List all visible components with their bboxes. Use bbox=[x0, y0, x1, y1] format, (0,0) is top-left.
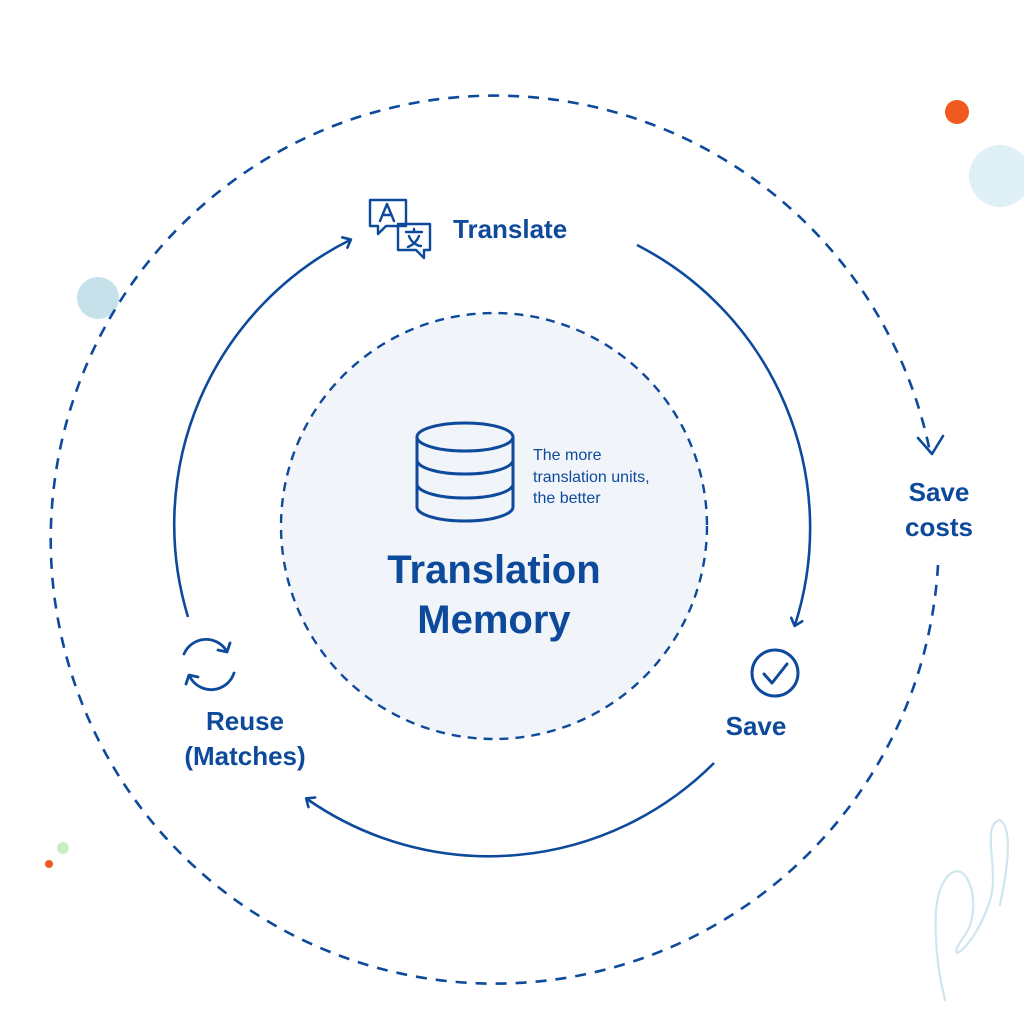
decorative-dot-blue-left bbox=[77, 277, 119, 319]
arrow-reuse-to-translate bbox=[172, 240, 350, 618]
memory-title-line1: Translation bbox=[387, 548, 600, 592]
memory-center-circle bbox=[279, 311, 709, 741]
refresh-icon bbox=[182, 637, 236, 691]
memory-note-line1: The more bbox=[533, 447, 602, 464]
step-label-save-costs-line1: Save bbox=[909, 477, 970, 507]
decorative-dot-orange-small bbox=[45, 860, 53, 868]
translate-icon bbox=[368, 198, 432, 260]
step-label-reuse-matches: (Matches) bbox=[184, 741, 305, 771]
step-label-reuse: Reuse bbox=[206, 706, 284, 736]
outer-dashed-cycle bbox=[49, 94, 940, 985]
decorative-dot-orange-top bbox=[945, 100, 969, 124]
arrow-save-to-reuse bbox=[307, 762, 715, 858]
decorative-dot-blue-top bbox=[969, 145, 1024, 207]
check-circle-icon bbox=[750, 648, 800, 698]
step-label-save-costs-line2: costs bbox=[905, 512, 973, 542]
database-icon bbox=[415, 421, 515, 523]
decorative-dot-green bbox=[57, 842, 69, 854]
arrow-translate-to-save bbox=[636, 243, 812, 625]
memory-note-line3: the better bbox=[533, 490, 601, 507]
memory-note-line2: translation units, bbox=[533, 469, 650, 486]
step-label-save: Save bbox=[726, 711, 787, 741]
outer-cycle-arrowhead bbox=[916, 434, 945, 456]
step-label-translate: Translate bbox=[453, 214, 567, 244]
decorative-sketch-line bbox=[934, 818, 1010, 1002]
memory-title-line2: Memory bbox=[417, 598, 571, 642]
